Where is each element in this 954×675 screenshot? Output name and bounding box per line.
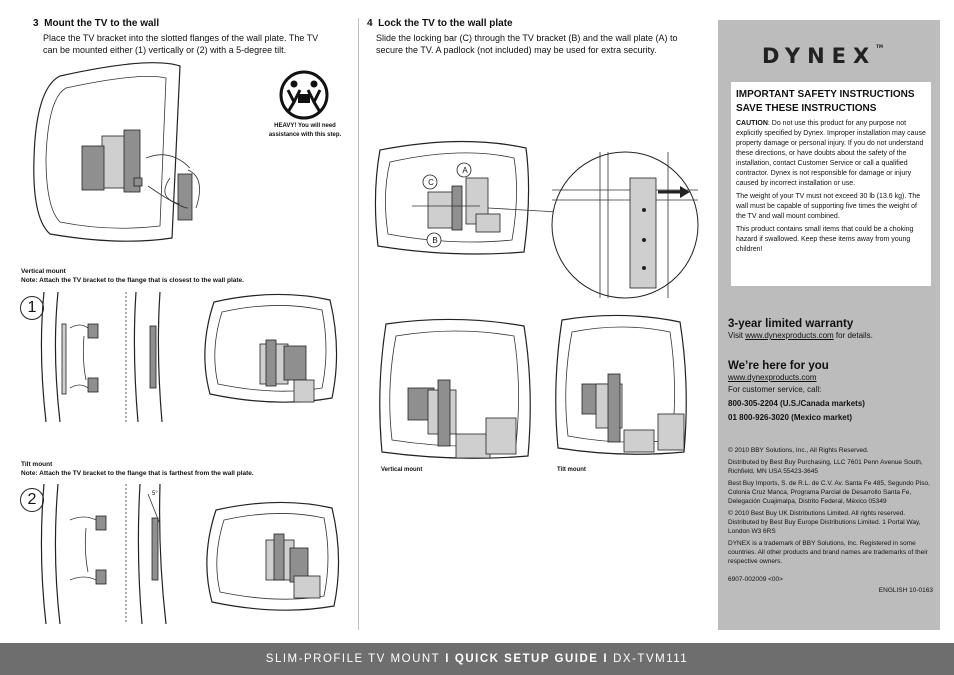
heavy-caption: HEAVY! You will need assistance with thi… [268,123,342,138]
tilt-mount-heading: Tilt mount Note: Attach the TV bracket t… [21,460,254,478]
footer-guide: QUICK SETUP GUIDE [454,653,599,665]
support-section: We’re here for you www.dynexproducts.com… [728,360,933,424]
safety-instructions-box: IMPORTANT SAFETY INSTRUCTIONS SAVE THESE… [731,82,931,286]
vertical-mount-side-view [40,292,163,422]
caution-label: CAUTION [736,120,768,127]
step4-heading: 4 Lock the TV to the wall plate [367,18,513,29]
footer-banner: SLIM-PROFILE TV MOUNT I QUICK SETUP GUID… [0,643,954,675]
step3-instructions: Place the TV bracket into the slotted fl… [43,33,319,55]
phone-us: 800-305-2204 (U.S./Canada markets) [728,399,865,408]
step3-bracket-illustration [33,62,200,242]
vertical-mount-title: Vertical mount [21,268,66,275]
warranty-link[interactable]: www.dynexproducts.com [745,331,834,340]
footer-separator-2: I [603,653,609,665]
warranty-visit: Visit www.dynexproducts.com for details. [728,330,933,342]
step4-number: 4 [367,18,373,29]
tilt-locked-caption: Tilt mount [557,467,586,473]
lock-detail-magnified [551,151,699,299]
imports-mexico: Best Buy Imports, S. de R.L. de C.V. Av.… [728,480,930,505]
support-link[interactable]: www.dynexproducts.com [728,373,817,382]
vertical-mount-tv-view [204,293,338,403]
tilt-locked-view [555,314,687,455]
tilt-mount-note: Note: Attach the TV bracket to the flang… [21,470,254,477]
language-code: ENGLISH 10-0163 [878,587,933,594]
step4-title: Lock the TV to the wall plate [378,18,513,29]
step3-number: 3 [33,18,39,29]
copyright-us: © 2010 BBY Solutions, Inc., All Rights R… [728,447,869,454]
support-service-text: For customer service, call: [728,385,822,394]
info-sidebar: DYNEXTM IMPORTANT SAFETY INSTRUCTIONS SA… [718,20,940,630]
safety-title-line2: SAVE THESE INSTRUCTIONS [736,103,877,114]
footer-product: SLIM-PROFILE TV MOUNT [265,653,441,665]
vertical-mount-badge: 1 [20,296,44,320]
tilt-mount-title: Tilt mount [21,461,53,468]
safety-title-line1: IMPORTANT SAFETY INSTRUCTIONS [736,89,915,100]
step4-instructions: Slide the locking bar (C) through the TV… [376,33,678,55]
warranty-visit-suffix: for details. [833,331,873,340]
tilt-mount-badge: 2 [20,488,44,512]
label-b: B [432,236,438,245]
two-person-lift-icon [279,70,329,120]
step3-title: Mount the TV to the wall [44,18,160,29]
dynex-logo: DYNEXTM [762,44,883,68]
warranty-section: 3-year limited warranty Visit www.dynexp… [728,318,933,342]
column-divider [358,18,359,630]
legal-section: © 2010 BBY Solutions, Inc., All Rights R… [728,446,933,595]
phone-mexico: 01 800-926-3020 (Mexico market) [728,413,853,422]
caution-paragraph: CAUTION: Do not use this product for any… [736,119,926,189]
warranty-title: 3-year limited warranty [728,318,854,330]
step4-lock-illustration [374,140,559,255]
part-number: 6907-002009 <00> [728,576,783,583]
vertical-mount-heading: Vertical mount Note: Attach the TV brack… [21,267,244,285]
warranty-visit-prefix: Visit [728,331,746,340]
trademark-notice: DYNEX is a trademark of BBY Solutions, I… [728,540,928,565]
vertical-locked-caption: Vertical mount [381,467,423,473]
step3-heading: 3 Mount the TV to the wall [33,18,159,29]
tilt-mount-tv-view [206,501,340,611]
tilt-mount-side-view [40,484,167,624]
brand-trademark: TM [876,44,883,49]
weight-paragraph: The weight of your TV must not exceed 30… [736,193,921,220]
brand-name: DYNEX [762,44,877,68]
vertical-mount-note: Note: Attach the TV bracket to the flang… [21,277,244,284]
label-c: C [428,178,434,187]
vertical-locked-view [379,318,531,459]
support-title: We’re here for you [728,360,829,372]
footer-model: DX-TVM111 [613,653,689,665]
choking-paragraph: This product contains small items that c… [736,226,914,253]
tilt-angle-label: 5° [152,491,158,497]
copyright-uk: © 2010 Best Buy UK Distributions Limited… [728,510,921,535]
label-a: A [462,166,468,175]
footer-separator-1: I [445,653,450,665]
caution-text: : Do not use this product for any purpos… [736,120,926,187]
distributed-us: Distributed by Best Buy Purchasing, LLC … [728,459,923,475]
